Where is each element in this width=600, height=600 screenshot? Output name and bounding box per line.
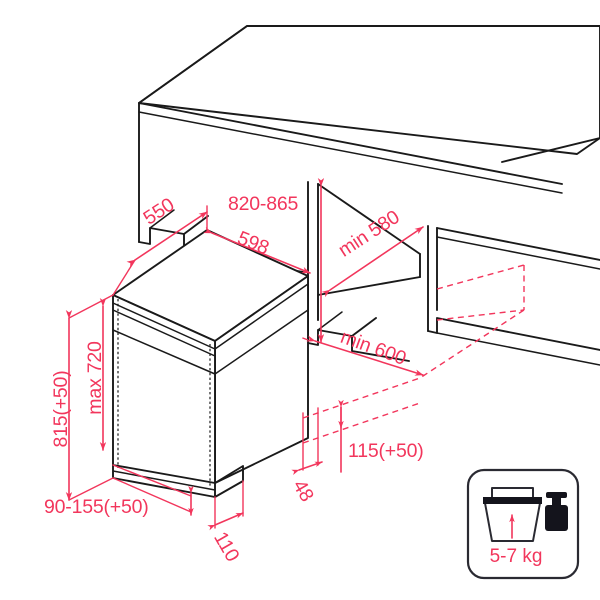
countertop-top-edge xyxy=(138,25,600,104)
countertop-top-face xyxy=(138,25,600,155)
dimension-48-label: 48 xyxy=(288,476,318,505)
right-cabinet-bottom-inner xyxy=(436,332,600,366)
weight-badge-label: 5-7 kg xyxy=(490,546,543,567)
door-gap-line xyxy=(112,329,216,375)
weight-neck xyxy=(552,497,561,507)
dimension-90-155-50: 90-155(+50) xyxy=(44,464,194,518)
right-face-panel-line xyxy=(214,283,309,350)
weight-handle xyxy=(546,492,567,498)
dimension-115-50-ext-lower xyxy=(302,402,421,444)
hidden-niche-top-run xyxy=(436,264,525,290)
dimension-550-line xyxy=(126,211,208,268)
dimension-min-600-label: min 600 xyxy=(338,326,410,370)
basket-rim xyxy=(483,497,542,504)
right-cabinet-bottom-step xyxy=(427,317,600,351)
dimension-min-600-line xyxy=(306,335,424,376)
niche-bottom-back-edge xyxy=(351,317,377,337)
weight-body xyxy=(545,505,568,531)
dimension-820-865: 820-865 xyxy=(228,178,325,343)
countertop-front-thickness-edge xyxy=(138,111,563,194)
countertop-front-top-edge xyxy=(138,102,563,185)
dimension-min-580: min 580 xyxy=(321,206,424,298)
dimension-115-50-ext-upper xyxy=(302,377,421,419)
dishwasher-plinth-inner-line xyxy=(112,470,216,491)
dimension-815-50-ext-top xyxy=(68,294,114,319)
dimension-115-50-label: 115(+50) xyxy=(348,440,424,462)
right-cabinet-top-recede xyxy=(436,227,600,261)
hidden-niche-outline xyxy=(419,264,525,379)
countertop-right-receding-edge xyxy=(501,137,600,163)
dimension-90-155-50-label: 90-155(+50) xyxy=(44,496,149,518)
basket-handle xyxy=(491,487,534,497)
dimension-90-155-50-ext-upper xyxy=(112,464,192,497)
dimension-48-line xyxy=(291,461,323,476)
dimension-110-label: 110 xyxy=(209,528,243,566)
dimension-max-720: max 720 xyxy=(84,298,107,451)
control-panel-upper-line xyxy=(112,302,216,350)
dimension-110-line xyxy=(207,512,244,531)
weight-badge: 5-7 kg xyxy=(466,468,580,580)
hidden-niche-bottom-run xyxy=(436,309,525,321)
right-cabinet-top-recede-inner xyxy=(436,236,600,270)
control-panel-lower-line xyxy=(112,309,216,357)
dimension-815-50-ext-bottom xyxy=(68,477,114,501)
dimension-115-50: 115(+50) xyxy=(302,377,424,473)
dimension-min-580-line xyxy=(321,226,424,298)
dimension-550-ext-left xyxy=(112,259,136,296)
dimension-550-label: 550 xyxy=(140,193,179,229)
dimension-max-720-label: max 720 xyxy=(84,341,106,415)
dimension-min-580-label: min 580 xyxy=(335,206,404,262)
dimension-820-865-label: 820-865 xyxy=(228,193,299,215)
dishwasher-plinth-side xyxy=(214,465,244,498)
dimension-598-line xyxy=(203,227,311,274)
dimension-min-600-ext xyxy=(299,336,309,341)
dimension-815-50: 815(+50) xyxy=(50,294,114,501)
hidden-niche-diagonal xyxy=(419,309,525,379)
niche-interior-lower-run xyxy=(317,276,421,296)
weight-icon xyxy=(545,492,568,531)
right-face-panel-line-2 xyxy=(214,309,309,375)
dimension-90-155-50-ext-lower xyxy=(112,477,192,513)
dishwasher-unit xyxy=(112,229,309,498)
dimension-815-50-label: 815(+50) xyxy=(50,371,72,448)
